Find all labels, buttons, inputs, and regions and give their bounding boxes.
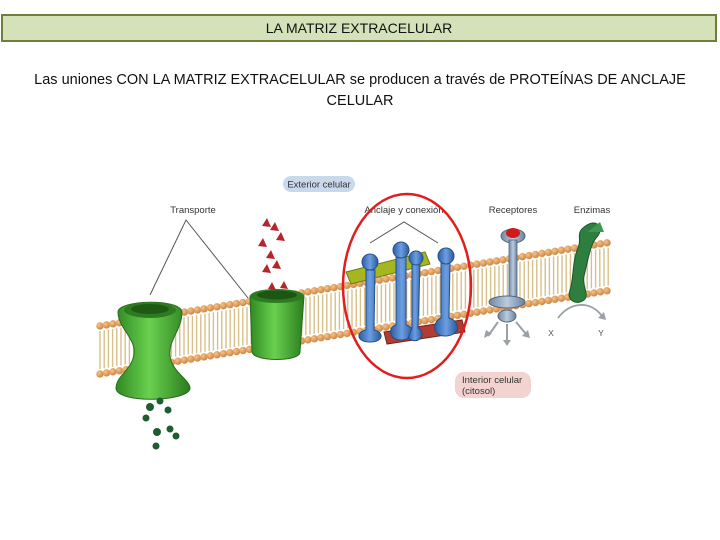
svg-text:(citosol): (citosol) bbox=[462, 386, 495, 397]
enzymes-label: Enzimas bbox=[574, 205, 611, 216]
enzyme-reaction-arrow: X Y bbox=[548, 304, 606, 338]
receptors-label: Receptores bbox=[489, 205, 538, 216]
anchoring-proteins bbox=[345, 241, 466, 345]
transported-molecules-outside bbox=[258, 218, 288, 290]
reaction-x-label: X bbox=[548, 328, 554, 338]
svg-text:Anclaje y conexión: Anclaje y conexión bbox=[364, 205, 443, 216]
title-bar: LA MATRIZ EXTRACELULAR bbox=[1, 14, 717, 42]
signal-arrows bbox=[484, 321, 530, 346]
transport-channel-protein bbox=[115, 301, 191, 400]
svg-text:Exterior celular: Exterior celular bbox=[287, 180, 350, 191]
reaction-y-label: Y bbox=[598, 328, 604, 338]
svg-text:Interior celular: Interior celular bbox=[462, 375, 522, 386]
enzyme-protein bbox=[568, 222, 604, 303]
svg-text:Transporte: Transporte bbox=[170, 205, 216, 216]
slide-subtitle: Las uniones CON LA MATRIZ EXTRACELULAR s… bbox=[34, 72, 686, 109]
exterior-label: Exterior celular bbox=[283, 176, 355, 192]
anchoring-label: Anclaje y conexión bbox=[364, 205, 444, 244]
interior-label: Interior celular (citosol) bbox=[455, 372, 531, 398]
transport-label: Transporte bbox=[149, 205, 249, 299]
slide-title: LA MATRIZ EXTRACELULAR bbox=[265, 20, 453, 36]
receptor-protein bbox=[488, 228, 526, 323]
highlight-ring bbox=[341, 192, 473, 380]
transported-molecules-inside bbox=[142, 397, 180, 450]
transport-carrier-protein bbox=[249, 289, 305, 360]
